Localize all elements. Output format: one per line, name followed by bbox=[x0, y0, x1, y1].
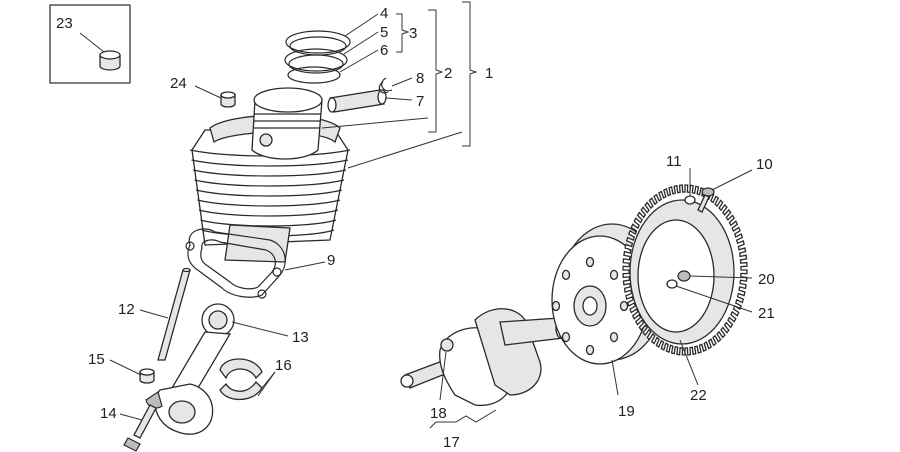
callout-24: 24 bbox=[170, 75, 187, 92]
callout-8: 8 bbox=[416, 70, 424, 87]
callout-20: 20 bbox=[758, 271, 775, 288]
callout-17: 17 bbox=[443, 434, 460, 451]
base-gasket bbox=[185, 228, 286, 299]
piston bbox=[251, 87, 323, 160]
bearing-shells bbox=[219, 358, 263, 401]
bolt-part-10 bbox=[697, 187, 715, 213]
pin-clip bbox=[378, 77, 393, 94]
leader-lines bbox=[109, 1, 753, 429]
rod-bolt bbox=[123, 404, 157, 452]
connecting-rod bbox=[145, 303, 235, 435]
ring-gear bbox=[622, 184, 748, 356]
callout-2: 2 bbox=[444, 65, 452, 82]
callout-1: 1 bbox=[485, 65, 493, 82]
callout-6: 6 bbox=[380, 42, 388, 59]
callout-3: 3 bbox=[409, 25, 417, 42]
callout-16: 16 bbox=[275, 357, 292, 374]
nut-part-24 bbox=[220, 91, 236, 108]
washer-part-11 bbox=[684, 195, 696, 205]
callout-5: 5 bbox=[380, 24, 388, 41]
callout-22: 22 bbox=[690, 387, 707, 404]
bolt-part-20 bbox=[677, 270, 691, 282]
nut-part-15 bbox=[139, 368, 155, 384]
crankshaft bbox=[400, 308, 567, 407]
piston-rings bbox=[284, 30, 351, 84]
callout-21: 21 bbox=[758, 305, 775, 322]
callout-15: 15 bbox=[88, 351, 105, 368]
cylinder bbox=[189, 114, 351, 263]
callout-19: 19 bbox=[618, 403, 635, 420]
callout-18: 18 bbox=[430, 405, 447, 422]
callout-10: 10 bbox=[756, 156, 773, 173]
callout-labels: 1 2 3 4 5 6 7 8 9 10 11 12 13 14 15 16 1… bbox=[56, 5, 775, 451]
stud-bolt bbox=[157, 267, 191, 361]
callout-11: 11 bbox=[666, 153, 682, 170]
callout-4: 4 bbox=[380, 5, 388, 22]
callout-12: 12 bbox=[118, 301, 135, 318]
wrist-pin bbox=[327, 89, 387, 113]
callout-13: 13 bbox=[292, 329, 309, 346]
washer-part-21 bbox=[666, 279, 678, 289]
callout-23: 23 bbox=[56, 15, 73, 32]
callout-7: 7 bbox=[416, 93, 424, 110]
callout-14: 14 bbox=[100, 405, 117, 422]
inset-box-part-23 bbox=[49, 4, 131, 84]
callout-9: 9 bbox=[327, 252, 335, 269]
